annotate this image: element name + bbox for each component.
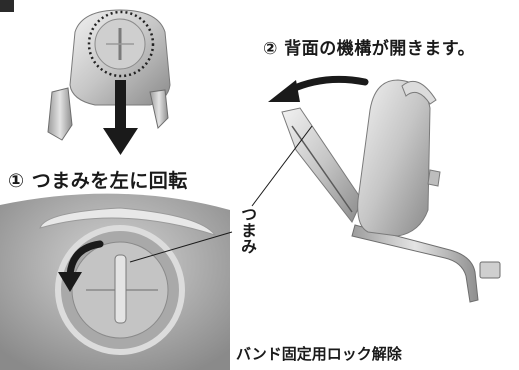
knob-zoom-view	[0, 193, 230, 370]
knob-leader-line	[129, 231, 233, 263]
rotate-left-arrow-icon	[58, 240, 104, 292]
curved-left-arrow-icon	[268, 75, 369, 102]
step2-label: ② 背面の機構が開きます。	[263, 39, 476, 59]
step1-label: ① つまみを左に回転	[8, 170, 188, 192]
device-top-view	[47, 9, 171, 141]
mechanism-leader-line	[251, 125, 313, 207]
corner-tab	[0, 0, 14, 12]
device-open-view	[281, 79, 501, 303]
caption-label: バンド固定用ロック解除	[236, 345, 402, 363]
knob-label: つまみ	[238, 206, 257, 254]
down-arrow-icon	[103, 80, 138, 155]
